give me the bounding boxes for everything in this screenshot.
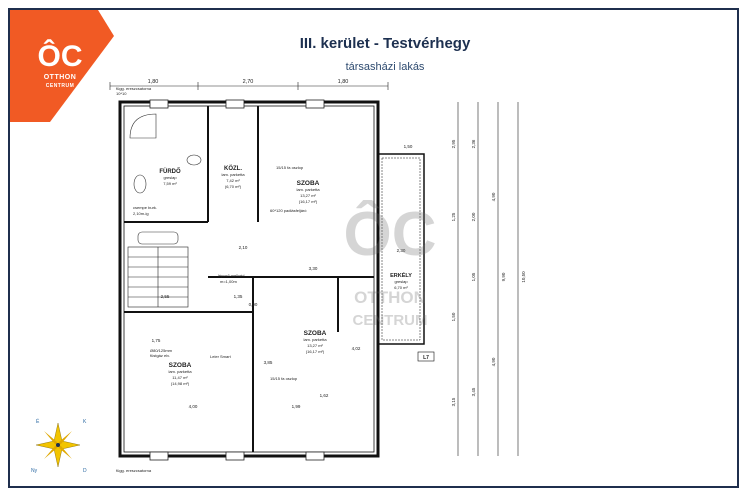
room-bed3-area2: (14,98 m²): [171, 381, 190, 386]
room-hall-name: KÖZL.: [224, 165, 242, 172]
brand-corner: [10, 10, 114, 122]
room-balcony-floor: greslap: [394, 279, 408, 284]
room-bed2-area2: (16,17 m²): [306, 349, 325, 354]
note-gutter-top: függ. ereszcsatorna: [116, 86, 152, 91]
note-gutter-bottom: függ. ereszcsatorna: [116, 468, 152, 473]
dim-inner-5: 2,55: [161, 294, 170, 299]
page-subtitle: társasházi lakás: [345, 61, 425, 73]
dim-right-5: 9,90: [501, 272, 506, 281]
dim-inner-12: 1,99: [292, 404, 301, 409]
room-hall-area: 7,42 m²: [226, 178, 240, 183]
note-skylight: 60*120 padlásfeljáró: [270, 208, 307, 213]
room-bed2-floor: lam. parketta: [303, 337, 327, 342]
dim-inner-9: 0,90: [249, 302, 258, 307]
room-bed1-floor: lam. parketta: [296, 187, 320, 192]
watermark-mark: ÔC: [344, 200, 437, 269]
compass-e: K: [83, 419, 87, 425]
room-bed3-name: SZOBA: [169, 362, 192, 369]
dim-inner-1: 3,30: [309, 266, 318, 271]
dim-right-1: 2,95: [451, 139, 456, 148]
dim-right-9: 1,50: [451, 312, 456, 321]
room-bed3-area: 11,47 m²: [172, 375, 188, 380]
dim-inner-13: 1,62: [320, 393, 329, 398]
dim-right-8: 1,05: [471, 272, 476, 281]
note-gas: Leier Smart: [210, 354, 232, 359]
room-bath-area: 7,59 m²: [163, 181, 177, 186]
logo-line1: OTTHON: [43, 74, 77, 81]
room-bed2-area: 13,27 m²: [307, 343, 323, 348]
room-bed2-name: SZOBA: [304, 330, 327, 337]
dim-right-7: 1,25: [451, 212, 456, 221]
note-tiles-height: 2,10m-ig: [133, 211, 149, 216]
note-tiles: csempe burk.: [133, 205, 157, 210]
note-post-top: 15/15 fa oszlop: [276, 165, 304, 170]
note-stair-height: m=1,00m: [220, 279, 237, 284]
room-balcony-name: ERKÉLY: [390, 271, 412, 279]
note-flue: Ø80/125mm: [150, 348, 173, 353]
dim-inner-2: 1,50: [404, 144, 413, 149]
dim-inner-6: 4,00: [189, 404, 198, 409]
watermark-line1: OTTHON: [354, 288, 426, 307]
page-title: III. kerület - Testvérhegy: [299, 35, 471, 52]
dim-inner-4: 2,30: [397, 248, 406, 253]
dim-top-2: 2,70: [243, 79, 254, 85]
room-bath-name: FÜRDŐ: [159, 168, 181, 175]
logo-mark: ÔC: [38, 39, 83, 73]
compass-w: Ny: [31, 468, 38, 474]
room-bed1-area2: (16,17 m²): [299, 199, 318, 204]
dim-right-4: 2,00: [471, 212, 476, 221]
tag-l7: L7: [423, 355, 429, 361]
dim-right-12: 3,15: [451, 397, 456, 406]
note-post-bottom: 15/15 fa oszlop: [270, 376, 298, 381]
note-stair: lépcső mellvéd: [218, 273, 244, 278]
floor-plan: 1,80 2,70 1,80 függ. ereszcsatorna 10*10: [109, 79, 526, 473]
dim-inner-7: 1,75: [152, 338, 161, 343]
dim-top-3: 1,80: [338, 79, 349, 85]
brand-logo-text: OTTHON CENTRUM: [28, 74, 92, 90]
room-bath-floor: greslap: [163, 175, 177, 180]
room-bed3-floor: lam. parketta: [168, 369, 192, 374]
room-balcony-area: 6,70 m²: [394, 285, 408, 290]
dim-right-3: 4,90: [491, 192, 496, 201]
dim-right-10: 4,90: [491, 357, 496, 366]
room-hall-area2: (6,70 m²): [225, 184, 242, 189]
compass-n: É: [36, 418, 40, 425]
room-bed1-name: SZOBA: [297, 180, 320, 187]
compass-s: D: [83, 468, 87, 474]
room-hall-floor: lam. parketta: [221, 172, 245, 177]
svg-text:ÔC: ÔC: [38, 39, 83, 73]
page-frame: ÔC OTTHON CENTRUM III. kerület - Testvér…: [8, 8, 739, 488]
watermark-line2: CENTRUM: [353, 312, 428, 329]
dim-inner-10: 3,85: [264, 360, 273, 365]
room-bed1-area: 13,27 m²: [300, 193, 316, 198]
logo-line2: CENTRUM: [45, 83, 75, 89]
dim-inner-8: 1,35: [234, 294, 243, 299]
note-flue2: füstgáz elv.: [150, 353, 170, 358]
watermark: ÔC OTTHON CENTRUM: [344, 200, 437, 329]
dim-right-11: 3,45: [471, 387, 476, 396]
compass-icon: É K D Ny: [31, 418, 87, 474]
dim-inner-11: 4,02: [352, 346, 361, 351]
dim-top-1: 1,80: [148, 79, 159, 85]
dim-inner-3: 2,10: [239, 245, 248, 250]
dim-right-2: 2,36: [471, 139, 476, 148]
note-gutter-size: 10*10: [116, 91, 127, 96]
dim-right-6: 10,50: [521, 271, 526, 283]
